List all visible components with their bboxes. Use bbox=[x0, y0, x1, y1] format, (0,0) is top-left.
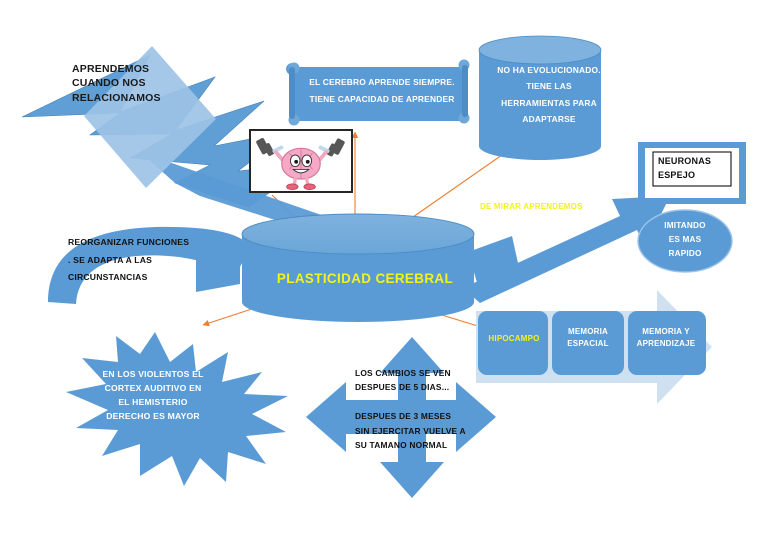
four-way-arrow-shape[interactable] bbox=[306, 337, 496, 498]
light-diamond-shape[interactable] bbox=[84, 46, 216, 188]
brain-eyes bbox=[289, 154, 313, 168]
brain-body bbox=[281, 147, 321, 180]
neuronas-espejo-frame[interactable] bbox=[638, 142, 746, 204]
connector-cylinder-to-center bbox=[402, 147, 513, 225]
scroll-banner-shape[interactable] bbox=[286, 59, 470, 126]
brain-legs bbox=[286, 177, 316, 191]
brain-smile bbox=[292, 168, 310, 174]
chip-hipocampo-shape[interactable] bbox=[478, 311, 548, 375]
imitando-ellipse-shape[interactable] bbox=[637, 209, 733, 273]
lightning-bolt-tail bbox=[140, 152, 330, 228]
chip-group bbox=[478, 311, 706, 375]
central-cylinder-shape[interactable] bbox=[241, 213, 475, 322]
chip-memoria-aprendizaje-shape[interactable] bbox=[628, 311, 706, 375]
brain-illustration bbox=[256, 138, 345, 191]
cylinder-left-tab bbox=[196, 240, 240, 292]
cylinder-no-evolucionado-shape[interactable] bbox=[478, 35, 602, 160]
explosion-star-shape[interactable] bbox=[66, 332, 288, 486]
annotation-de-mirar-aprendemos: DE MIRAR APRENDEMOS bbox=[480, 202, 583, 211]
cylinder-right-tab bbox=[468, 236, 520, 286]
big-blue-arrow-shape[interactable] bbox=[463, 196, 670, 303]
chip-memoria-espacial-shape[interactable] bbox=[552, 311, 624, 375]
brain-picture-frame[interactable] bbox=[249, 129, 353, 193]
